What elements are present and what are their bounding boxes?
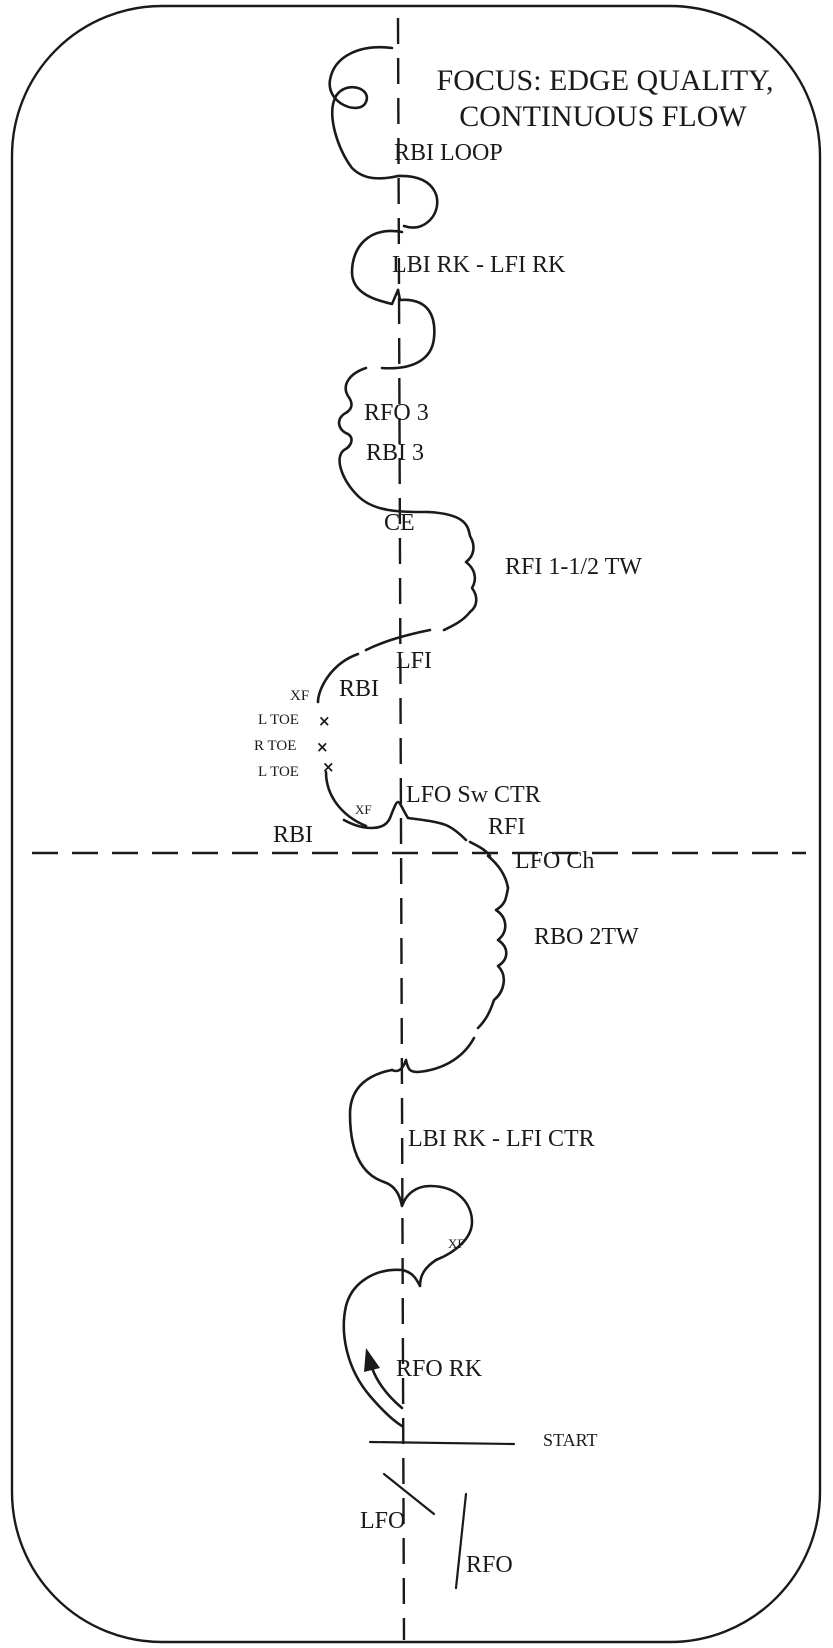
rbi-loop-label: RBI LOOP: [394, 140, 503, 166]
r-toe-mark-icon: ×: [316, 738, 329, 756]
rfo-rk-arrow-icon: [364, 1348, 380, 1372]
xf-mid-label: XF: [355, 802, 372, 817]
focus-title-line1: FOCUS: EDGE QUALITY,: [437, 64, 774, 97]
rink-outline: [10, 4, 822, 1644]
xf-mid-edge: [342, 800, 468, 842]
ce-label: CE: [384, 510, 415, 536]
rfo-start-edge: [454, 1492, 468, 1590]
rfi-1-1-2-tw-edge: [426, 510, 478, 632]
start-line: [368, 1440, 516, 1446]
lfo-start-edge: [382, 1472, 436, 1516]
rfi-label: RFI: [488, 814, 525, 840]
start-label: START: [543, 1430, 597, 1450]
rbi-upper-edge: [316, 652, 360, 704]
xf-lower-label: XF: [448, 1236, 465, 1251]
long-axis: [396, 17, 406, 1641]
xf-upper-label: XF: [290, 688, 309, 704]
l-toe-1-label: L TOE: [258, 712, 299, 728]
lfo-sw-ctr-label: LFO Sw CTR: [406, 782, 541, 808]
r-toe-label: R TOE: [254, 738, 296, 754]
l-toe-2-label: L TOE: [258, 764, 299, 780]
lbi-rk-lfi-ctr-label: LBI RK - LFI CTR: [408, 1126, 595, 1152]
rbo-2tw-edge: [476, 886, 510, 1030]
lfo-ch-label: LFO Ch: [515, 848, 594, 874]
rbo-2tw-label: RBO 2TW: [534, 924, 639, 950]
rbi-loop-exit-edge: [396, 174, 439, 229]
rbi-upper-lower-edge: [324, 770, 368, 828]
rfi-edge: [468, 840, 492, 858]
lbi-rk-lfi-rk-label: LBI RK - LFI RK: [392, 252, 566, 278]
rbi-upper-label: RBI: [339, 676, 379, 702]
lfi-label: LFI: [396, 648, 432, 674]
rfo-rk-label: RFO RK: [396, 1356, 483, 1382]
lfi-rk-edge: [380, 288, 436, 370]
rfo-rk-arrow-line: [370, 1366, 404, 1410]
lfo-label: LFO: [360, 1508, 405, 1534]
rfi-1-1-2-tw-label: RFI 1-1/2 TW: [505, 554, 642, 580]
lbi-rk-lfi-ctr-edge: [348, 1068, 474, 1262]
rfo-3-label: RFO 3: [364, 400, 429, 426]
rbo-2tw-exit-edge: [390, 1036, 476, 1074]
rbi-3-label: RBI 3: [366, 440, 424, 466]
rbi-loop-edge: [328, 45, 400, 180]
lfo-ch-edge: [486, 854, 510, 890]
l-toe-2-mark-icon: ×: [322, 758, 335, 776]
rfo-label: RFO: [466, 1552, 513, 1578]
rbi-lower-label: RBI: [273, 822, 313, 848]
focus-title-line2: CONTINUOUS FLOW: [459, 100, 747, 133]
l-toe-1-mark-icon: ×: [318, 712, 331, 730]
lbi-rk-edge: [350, 229, 404, 306]
lfi-edge: [364, 628, 432, 652]
xf-lower-edge: [342, 1258, 438, 1428]
rfo-3-rbi-3-edge: [337, 366, 430, 514]
